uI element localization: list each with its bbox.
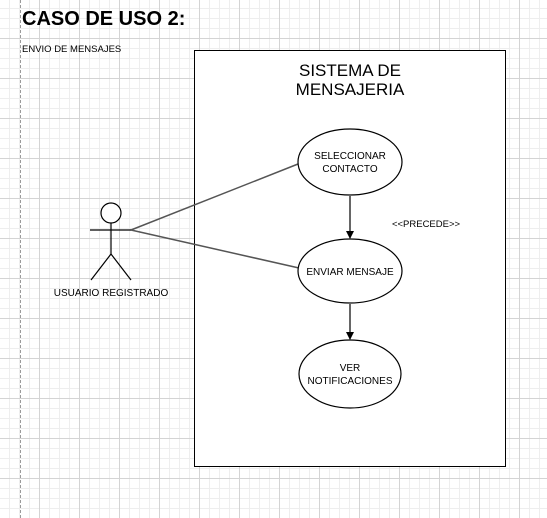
use-case-label: SELECCIONAR bbox=[314, 151, 386, 162]
use-case-ver-notificaciones[interactable]: VER NOTIFICACIONES bbox=[298, 339, 402, 409]
actor-usuario-registrado[interactable]: USUARIO REGISTRADO bbox=[54, 202, 169, 299]
use-case-label: ENVIAR MENSAJE bbox=[306, 267, 394, 278]
use-case-label: CONTACTO bbox=[322, 164, 377, 175]
use-case-enviar-mensaje[interactable]: ENVIAR MENSAJE bbox=[297, 238, 403, 304]
actor-label: USUARIO REGISTRADO bbox=[54, 288, 169, 299]
use-case-label: NOTIFICACIONES bbox=[307, 376, 392, 387]
page-subtitle: ENVIO DE MENSAJES bbox=[22, 44, 122, 55]
system-title-line2: MENSAJERIA bbox=[296, 80, 405, 99]
precede-relationship-label: <<PRECEDE>> bbox=[392, 219, 461, 230]
association-line-seleccionar[interactable] bbox=[130, 163, 299, 231]
use-case-seleccionar-contacto[interactable]: SELECCIONAR CONTACTO bbox=[297, 128, 403, 196]
system-title-line1: SISTEMA DE bbox=[299, 61, 401, 80]
page-title: CASO DE USO 2: bbox=[22, 8, 186, 30]
page-guide-line bbox=[20, 0, 21, 518]
stick-figure-icon bbox=[90, 202, 132, 281]
use-case-label: VER bbox=[340, 363, 361, 374]
association-line-enviar[interactable] bbox=[130, 229, 300, 269]
